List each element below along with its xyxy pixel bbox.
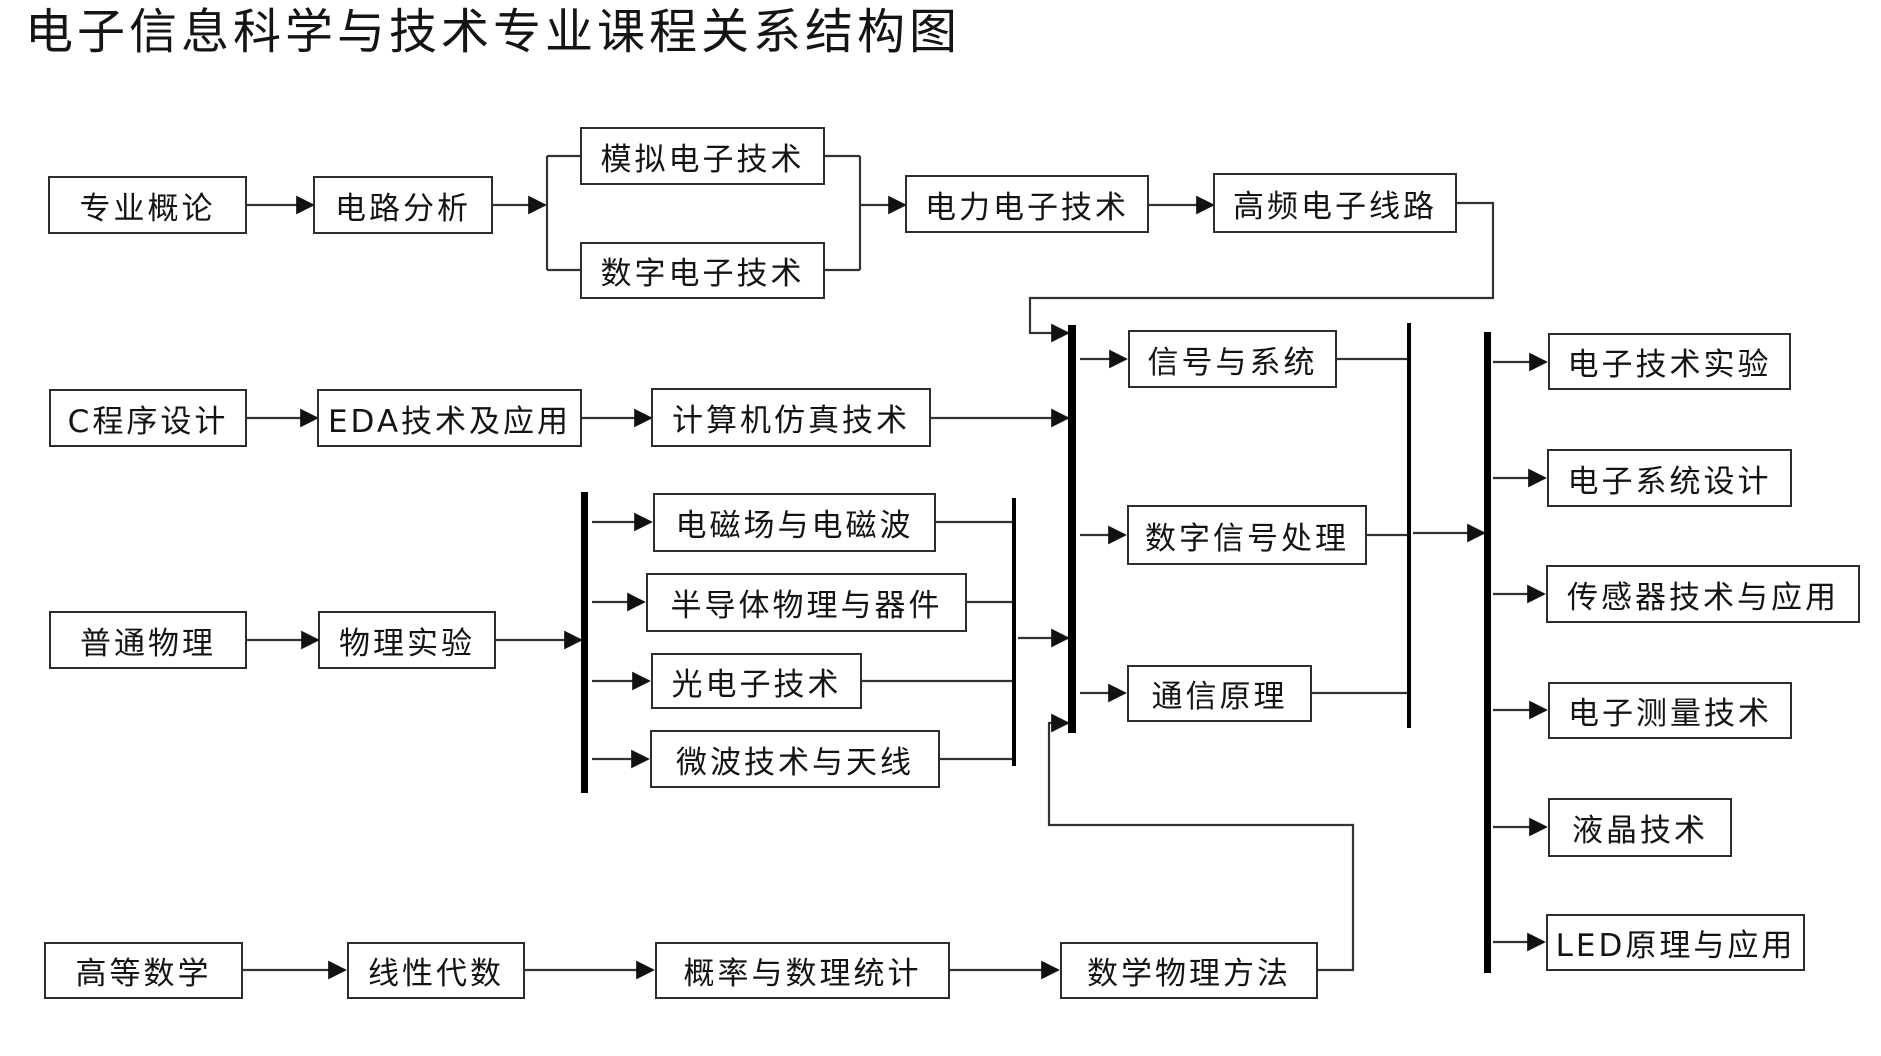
node-linear-algebra: 线性代数 [347, 942, 525, 999]
core-hub-bar [1068, 325, 1076, 733]
node-sensor-technology: 传感器技术与应用 [1546, 565, 1860, 623]
node-eda-technology: EDA技术及应用 [317, 389, 582, 447]
physics-collector-bar [1012, 498, 1016, 766]
node-power-electronics: 电力电子技术 [905, 175, 1149, 233]
node-major-introduction: 专业概论 [48, 176, 247, 234]
node-led-principles: LED原理与应用 [1546, 914, 1805, 971]
node-digital-electronics: 数字电子技术 [580, 242, 825, 299]
node-c-programming: C程序设计 [49, 389, 247, 447]
node-lcd-technology: 液晶技术 [1548, 798, 1732, 857]
node-electronic-measurement: 电子测量技术 [1548, 682, 1792, 739]
node-general-physics: 普通物理 [49, 611, 247, 669]
node-electronics-experiment: 电子技术实验 [1548, 333, 1791, 390]
advanced-collector-bar [1407, 323, 1411, 728]
node-probability-statistics: 概率与数理统计 [655, 942, 950, 999]
node-advanced-mathematics: 高等数学 [44, 942, 243, 999]
application-hub-bar [1484, 332, 1491, 973]
node-semiconductor-physics-devices: 半导体物理与器件 [646, 573, 967, 632]
edge-hf-to-core-hub [1028, 201, 1495, 343]
node-optoelectronics: 光电子技术 [651, 653, 862, 709]
node-signals-systems: 信号与系统 [1128, 330, 1337, 388]
node-electronic-system-design: 电子系统设计 [1547, 449, 1792, 507]
page-title: 电子信息科学与技术专业课程关系结构图 [25, 4, 962, 60]
node-high-frequency-circuits: 高频电子线路 [1213, 173, 1457, 233]
edge-mpm-to-core-hub [1047, 713, 1355, 972]
node-analog-electronics: 模拟电子技术 [580, 127, 825, 185]
physics-hub-bar [581, 492, 588, 793]
node-computer-simulation: 计算机仿真技术 [651, 388, 931, 447]
node-digital-signal-processing: 数字信号处理 [1127, 505, 1367, 565]
node-mathematical-physics-methods: 数学物理方法 [1060, 942, 1318, 999]
node-communication-principles: 通信原理 [1127, 665, 1312, 722]
node-physics-experiment: 物理实验 [318, 611, 496, 669]
node-circuit-analysis: 电路分析 [313, 176, 493, 234]
node-electromagnetic-fields-waves: 电磁场与电磁波 [653, 493, 936, 552]
node-microwave-antenna: 微波技术与天线 [650, 730, 940, 788]
